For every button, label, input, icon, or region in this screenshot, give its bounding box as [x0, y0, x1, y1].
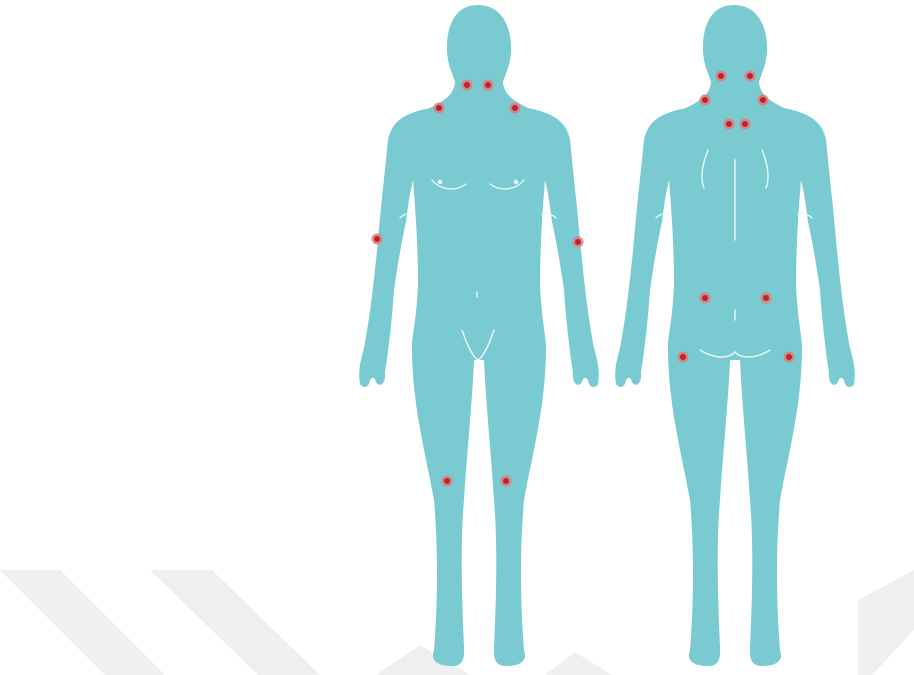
tender-point-back-gluteal-left	[700, 293, 711, 304]
tender-point-back-hip-left	[678, 352, 689, 363]
tender-point-front-neck-right	[483, 80, 494, 91]
tender-point-back-gluteal-right	[761, 293, 772, 304]
watermark-stripe	[150, 570, 320, 675]
watermark-stripe	[858, 570, 914, 675]
tender-point-front-chest-right	[510, 103, 521, 114]
tender-point-back-trapezius-left	[700, 95, 711, 106]
back-body-silhouette	[615, 5, 855, 666]
front-body-silhouette	[359, 5, 599, 666]
tender-point-back-occiput-right	[745, 71, 756, 82]
tender-point-front-elbow-right	[573, 237, 584, 248]
watermark-stripe	[545, 652, 612, 675]
tender-point-back-scapula-left	[724, 119, 735, 130]
tender-point-front-elbow-left	[372, 234, 383, 245]
tender-point-back-occiput-left	[716, 71, 727, 82]
tender-point-back-hip-right	[784, 352, 795, 363]
tender-point-front-knee-left	[442, 476, 453, 487]
tender-point-back-scapula-right	[740, 119, 751, 130]
tender-point-front-chest-left	[434, 103, 445, 114]
front-figure	[359, 5, 599, 666]
tender-point-back-trapezius-right	[758, 95, 769, 106]
watermark-stripe	[0, 570, 165, 675]
back-figure	[615, 5, 855, 666]
tender-point-front-knee-right	[501, 476, 512, 487]
tender-point-front-neck-left	[462, 80, 473, 91]
